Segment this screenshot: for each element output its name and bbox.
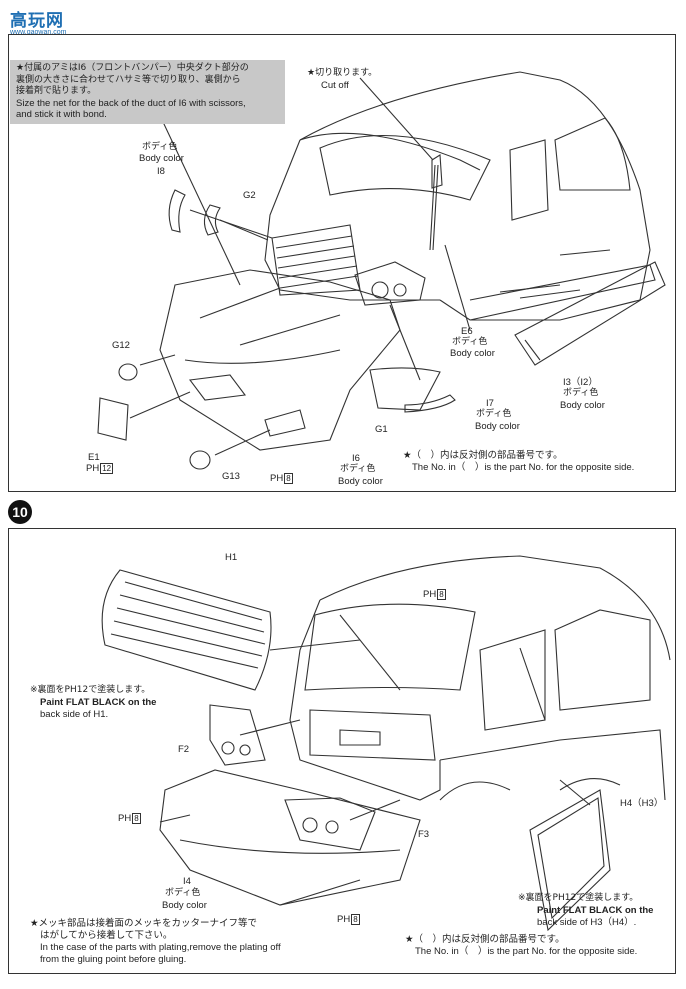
part-g13-label: G13 xyxy=(222,471,240,482)
watermark-url: www.gaowan.com xyxy=(10,29,67,36)
watermark-brand: 高玩网 xyxy=(10,11,64,30)
e6-body-color-en: Body color xyxy=(450,348,495,359)
part-i4-label: I4 xyxy=(183,876,191,887)
i4-body-color-en: Body color xyxy=(162,900,207,911)
plating-note-jp-1: ★メッキ部品は接着面のメッキをカッターナイフ等で xyxy=(30,918,258,929)
back-h1-note-jp: ※裏面をPH12で塗装します。 xyxy=(30,685,151,695)
opposite-note-en-1: The No. in（ ）is the part No. for the opp… xyxy=(412,462,635,473)
ph8-top-prefix: PH xyxy=(423,589,437,600)
part-h4-label: H4（H3） xyxy=(620,798,664,809)
net-note-en-2: and stick it with bond. xyxy=(16,109,107,120)
part-i6-label: I6 xyxy=(352,453,360,464)
part-i7-label: I7 xyxy=(486,398,494,409)
i8-body-color-jp: ボディ色 xyxy=(142,142,178,152)
opposite-note-en-2: The No. in（ ）is the part No. for the opp… xyxy=(415,946,638,957)
part-g1-label: G1 xyxy=(375,424,388,435)
cut-off-label-en: Cut off xyxy=(321,80,349,91)
back-h3-note-en-2: back side of H3（H4）. xyxy=(537,917,637,928)
part-i3-label: I3（I2） xyxy=(563,377,598,388)
back-h1-note-en-1: Paint FLAT BLACK on the xyxy=(40,697,157,708)
part-i8-label: I8 xyxy=(157,166,165,177)
i4-body-color-jp: ボディ色 xyxy=(165,888,201,898)
plating-note-en-2: from the gluing point before gluing. xyxy=(40,954,187,965)
step-number-badge: 10 xyxy=(8,500,32,524)
cut-off-label-jp: ★切り取ります。 xyxy=(307,68,378,78)
opposite-note-jp-1: ★（ ）内は反対側の部品番号です。 xyxy=(403,450,563,461)
back-h3-note-jp: ※裏面をPH12で塗装します。 xyxy=(518,893,639,903)
net-note-jp-1: ★付属のアミはI6（フロントバンパー）中央ダクト部分の xyxy=(16,63,249,73)
i7-body-color-en: Body color xyxy=(475,421,520,432)
ph8-bottom-number: 8 xyxy=(351,914,360,925)
watermark-logo: 高玩网 www.gaowan.com xyxy=(10,6,66,36)
net-note-jp-2: 裏側の大きさに合わせてハサミ等で切り取り、裏側から xyxy=(16,74,241,85)
plating-note-en-1: In the case of the parts with plating,re… xyxy=(40,942,281,953)
e6-body-color-jp: ボディ色 xyxy=(452,337,488,347)
ph12-prefix: PH xyxy=(86,463,100,474)
part-f2-label: F2 xyxy=(178,744,190,755)
i8-body-color-en: Body color xyxy=(139,153,184,164)
ph8-bottom-prefix: PH xyxy=(337,914,351,925)
part-f3-label: F3 xyxy=(418,829,430,840)
part-h1-label: H1 xyxy=(225,552,238,563)
ph8-left-prefix: PH xyxy=(118,813,132,824)
ph8-prefix: PH xyxy=(270,473,284,484)
ph12-number: 12 xyxy=(100,463,114,474)
ph8-left-number: 8 xyxy=(132,813,141,824)
ph8-top-number: 8 xyxy=(437,589,446,600)
i6-body-color-en: Body color xyxy=(338,476,383,487)
ph8-number: 8 xyxy=(284,473,293,484)
step-10-panel xyxy=(8,528,676,974)
back-h1-note-en-2: back side of H1. xyxy=(40,709,109,720)
part-e6-label: E6 xyxy=(461,326,473,337)
part-g12-label: G12 xyxy=(112,340,130,351)
part-g2-label: G2 xyxy=(243,190,256,201)
part-e1-label: E1 xyxy=(88,452,100,463)
net-note-en-1: Size the net for the back of the duct of… xyxy=(16,97,246,109)
net-instruction-note: ★付属のアミはI6（フロントバンパー）中央ダクト部分の 裏側の大きさに合わせてハ… xyxy=(10,60,285,124)
i3-body-color-en: Body color xyxy=(560,400,605,411)
i7-body-color-jp: ボディ色 xyxy=(476,409,512,419)
back-h3-note-en-1: Paint FLAT BLACK on the xyxy=(537,905,654,916)
net-note-jp-3: 接着剤で貼ります。 xyxy=(16,86,97,96)
opposite-note-jp-2: ★（ ）内は反対側の部品番号です。 xyxy=(405,934,565,945)
i3-body-color-jp: ボディ色 xyxy=(563,388,599,398)
plating-note-jp-2: はがしてから接着して下さい。 xyxy=(40,930,173,941)
i6-body-color-jp: ボディ色 xyxy=(340,464,376,474)
